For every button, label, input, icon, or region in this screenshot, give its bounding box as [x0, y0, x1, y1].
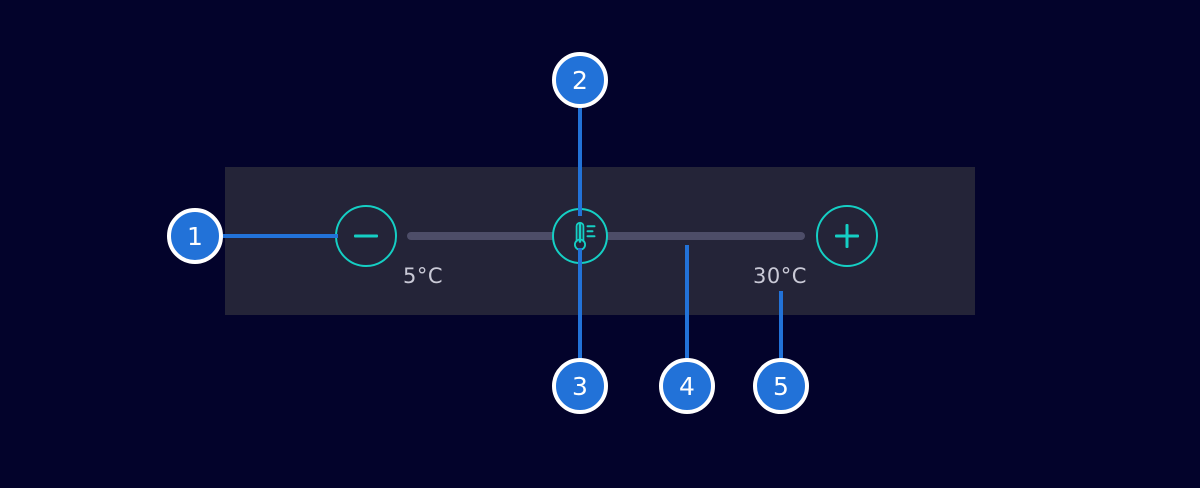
slider-max-label: 30°C [753, 264, 807, 288]
callout-3-leader-line [578, 248, 582, 362]
callout-2-leader-line [578, 104, 582, 216]
decrease-temperature-button[interactable] [335, 205, 397, 267]
callout-badge-5-number: 5 [773, 371, 789, 401]
callout-1-leader-line [218, 234, 338, 238]
temperature-control-panel: 5°C 30°C [225, 167, 975, 315]
callout-badge-2[interactable]: 2 [552, 52, 608, 108]
callout-badge-3-number: 3 [572, 371, 588, 401]
callout-badge-1-number: 1 [187, 221, 203, 251]
callout-badge-2-number: 2 [572, 65, 588, 95]
thermometer-icon [573, 221, 596, 251]
plus-icon-vertical [845, 224, 849, 248]
callout-4-leader-line [685, 245, 689, 362]
callout-5-leader-line [779, 291, 783, 362]
increase-temperature-button[interactable] [816, 205, 878, 267]
callout-badge-3[interactable]: 3 [552, 358, 608, 414]
minus-icon [354, 234, 378, 238]
callout-badge-5[interactable]: 5 [753, 358, 809, 414]
callout-badge-4[interactable]: 4 [659, 358, 715, 414]
callout-badge-4-number: 4 [679, 371, 695, 401]
callout-badge-1[interactable]: 1 [167, 208, 223, 264]
slider-min-label: 5°C [403, 264, 444, 288]
